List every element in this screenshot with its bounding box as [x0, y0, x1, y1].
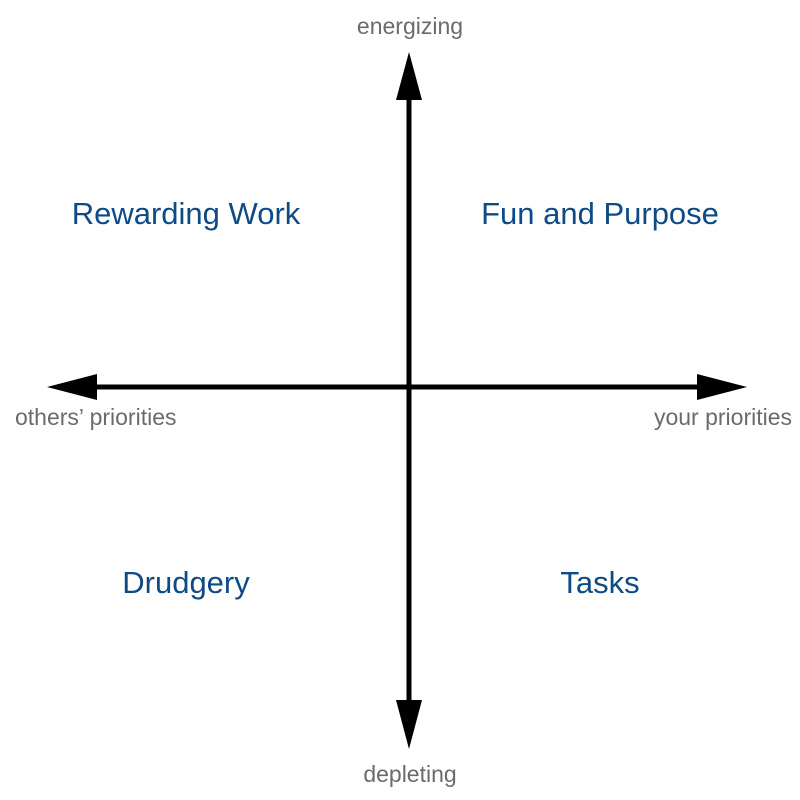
quadrant-tasks: Tasks: [560, 565, 640, 600]
axis-label-left: others’ priorities: [15, 404, 177, 430]
axis-label-top: energizing: [356, 13, 464, 39]
axis-label-right: your priorities: [653, 404, 792, 430]
arrow-down-icon: [396, 700, 422, 749]
arrow-up-icon: [396, 52, 422, 100]
quadrant-fun-and-purpose: Fun and Purpose: [481, 196, 719, 231]
axis-label-bottom: depleting: [363, 761, 457, 787]
quadrant-drudgery: Drudgery: [122, 565, 250, 600]
arrow-right-icon: [697, 374, 747, 400]
arrow-left-icon: [47, 374, 97, 400]
quadrant-rewarding-work: Rewarding Work: [71, 196, 301, 231]
